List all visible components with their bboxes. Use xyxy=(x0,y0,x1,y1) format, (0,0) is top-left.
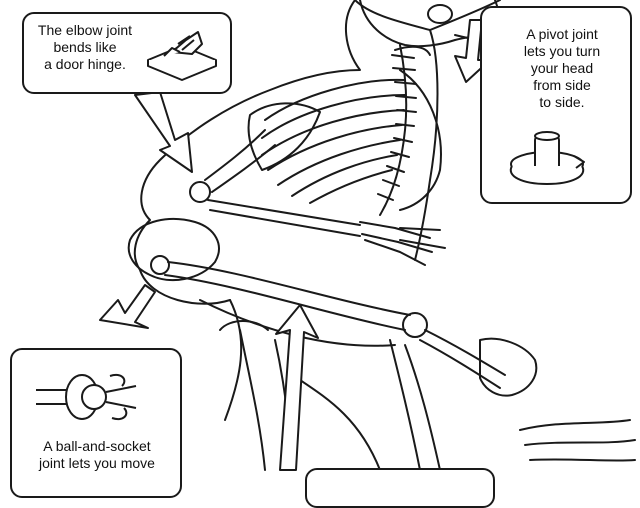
lower-leg-bones xyxy=(389,339,441,471)
pivot-joint-icon xyxy=(509,131,585,185)
elbow-joint xyxy=(189,181,211,203)
fist xyxy=(479,337,538,397)
shoulder-blade xyxy=(247,102,321,171)
shoulder-front xyxy=(394,45,431,56)
ball-and-socket-joint-icon xyxy=(36,374,137,420)
elbow-callout: The elbow joint bends like a door hinge. xyxy=(22,12,232,94)
eye-socket xyxy=(427,4,453,24)
lower-sketch xyxy=(299,379,381,471)
humerus xyxy=(204,129,276,193)
elbow-pointer-arrow xyxy=(134,91,193,173)
back-contour xyxy=(224,299,243,421)
shin xyxy=(419,329,506,389)
knee-pointer-arrow xyxy=(275,304,319,471)
knee-callout xyxy=(305,468,495,508)
knee-joint xyxy=(402,312,428,338)
chest-outline xyxy=(399,69,442,211)
ball-socket-callout: A ball-and-socket joint lets you move xyxy=(10,348,182,498)
pivot-callout: A pivot joint lets you turn your head fr… xyxy=(480,6,632,204)
hinge-joint-icon xyxy=(147,31,217,81)
foot xyxy=(519,419,636,462)
skeleton-joints-coloring-page: The elbow joint bends like a door hinge.… xyxy=(10,0,636,508)
skeleton-illustration xyxy=(99,0,636,471)
pelvis xyxy=(127,218,220,282)
hip-joint xyxy=(150,255,170,275)
ball-socket-pointer-arrow xyxy=(99,284,156,329)
ribs xyxy=(261,78,406,204)
forearm xyxy=(207,199,361,237)
front-torso xyxy=(414,29,439,261)
elbow-callout-text: The elbow joint bends like a door hinge. xyxy=(37,22,133,72)
hand xyxy=(359,221,446,266)
body-outline xyxy=(133,0,361,305)
pivot-callout-text: A pivot joint lets you turn your head fr… xyxy=(523,26,601,110)
ball-socket-callout-text: A ball-and-socket joint lets you move xyxy=(39,438,155,471)
femur xyxy=(164,261,411,331)
